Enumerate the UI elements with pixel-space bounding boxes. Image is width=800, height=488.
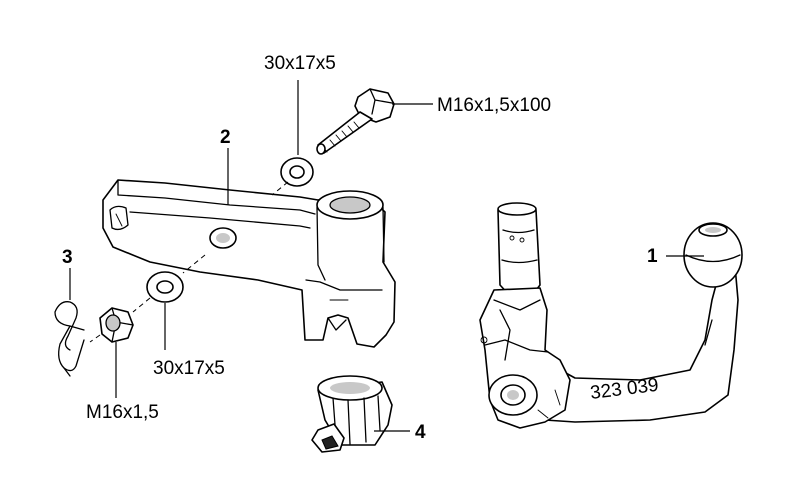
- callout-part-4: 4: [415, 422, 426, 443]
- washer-bottom: [146, 271, 184, 303]
- mounting-bracket: [102, 179, 396, 348]
- leader-lines: [69, 80, 704, 432]
- nut: [99, 307, 134, 343]
- assembly-axis-line-lower: [89, 254, 206, 343]
- callout-part-3: 3: [62, 247, 73, 268]
- callout-part-1: 1: [647, 246, 658, 267]
- assembly-axis-line: [271, 181, 289, 196]
- nut-spec-label: M16x1,5: [86, 402, 159, 423]
- bolt: [316, 88, 395, 155]
- bolt-spec-label: M16x1,5x100: [437, 95, 551, 116]
- washer-top: [280, 157, 314, 187]
- washer-bottom-spec-label: 30x17x5: [153, 358, 225, 379]
- spring-clip: [54, 301, 85, 377]
- callout-part-2: 2: [220, 127, 231, 148]
- tow-bar: 323 039: [479, 202, 743, 429]
- washer-top-spec-label: 30x17x5: [264, 53, 336, 74]
- socket-sleeve: [311, 375, 393, 453]
